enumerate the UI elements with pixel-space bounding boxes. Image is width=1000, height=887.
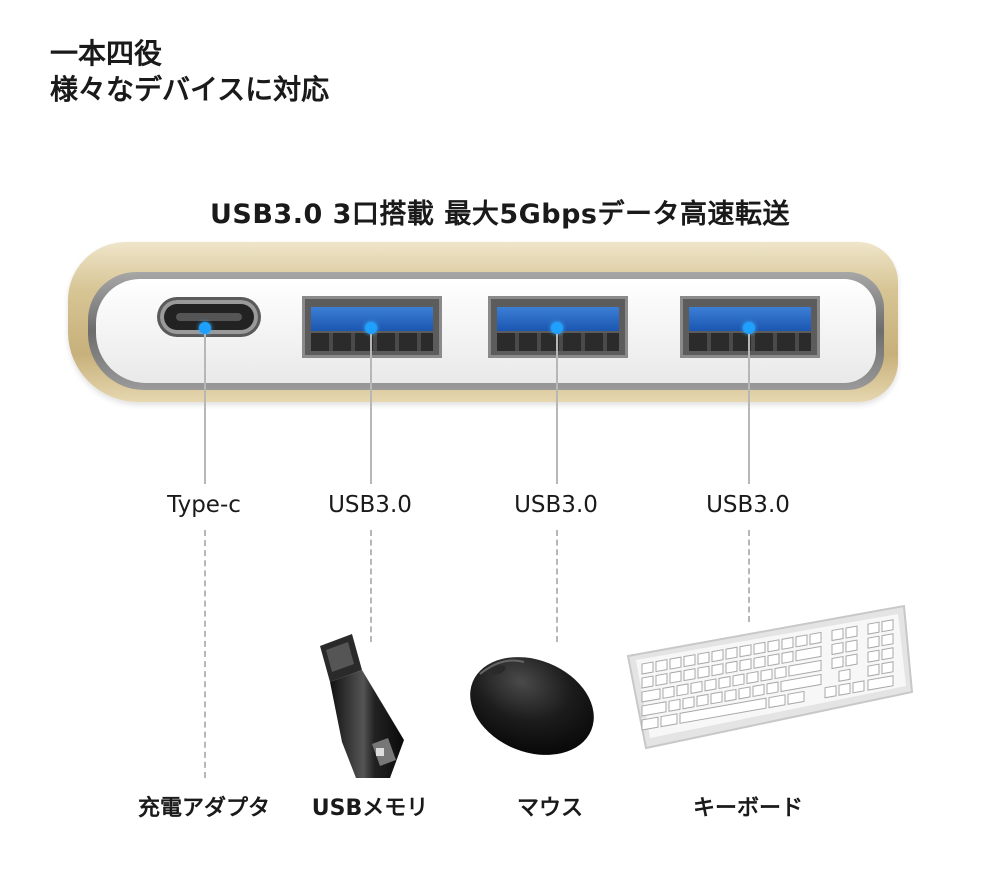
mouse-icon [470, 657, 594, 755]
device-label-charger: 充電アダプタ [137, 796, 270, 821]
port-label-usb3-1: USB3.0 [328, 492, 412, 518]
connector-line [556, 334, 558, 484]
keyboard-icon [626, 604, 914, 750]
connector-line [370, 334, 372, 484]
connector-dashed-line [370, 530, 372, 642]
subtitle: USB3.0 3口搭載 最大5Gbpsデータ高速転送 [209, 199, 791, 230]
port-indicator-dot [743, 322, 755, 334]
port-indicator-dot [365, 322, 377, 334]
port-label-usb3-3: USB3.0 [706, 492, 790, 518]
connector-dashed-line [204, 530, 206, 778]
connector-line [204, 334, 206, 484]
usb-memory-icon [320, 634, 404, 778]
device-label-mouse: マウス [516, 796, 583, 821]
headline-line-1: 一本四役 [50, 37, 163, 70]
port-indicator-dot [199, 322, 211, 334]
port-label-type-c: Type-c [167, 492, 241, 518]
port-label-usb3-2: USB3.0 [514, 492, 598, 518]
headline: 一本四役 様々なデバイスに対応 [50, 36, 329, 108]
connector-dashed-line [748, 530, 750, 622]
connector-dashed-line [556, 530, 558, 642]
device-label-usb-memory: USBメモリ [311, 796, 429, 821]
connector-line [748, 334, 750, 484]
headline-line-2: 様々なデバイスに対応 [50, 73, 330, 106]
device-label-keyboard: キーボード [692, 796, 803, 821]
port-indicator-dot [551, 322, 563, 334]
